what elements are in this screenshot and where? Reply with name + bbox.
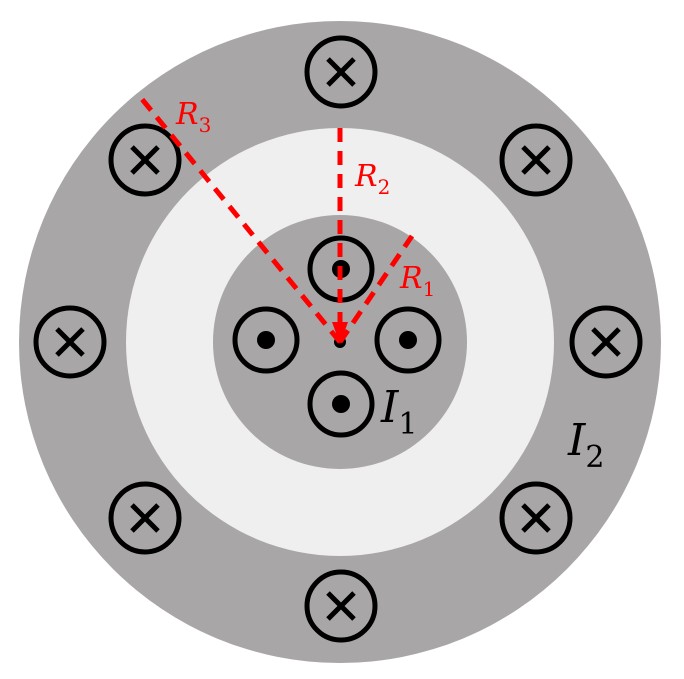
current-into-page-icon xyxy=(108,481,182,555)
current-into-page-icon xyxy=(499,123,573,197)
current-out-of-page-icon xyxy=(374,306,442,374)
current-into-page-icon xyxy=(108,123,182,197)
label-r2: R2 xyxy=(354,159,390,199)
current-into-page-icon xyxy=(499,481,573,555)
label-i2: I2 xyxy=(567,415,604,475)
current-into-page-icon xyxy=(569,305,643,379)
label-i1: I1 xyxy=(380,382,417,442)
label-r3: R3 xyxy=(175,97,211,137)
radius-lines xyxy=(135,91,415,344)
inner-current-symbols xyxy=(232,235,442,438)
current-into-page-icon xyxy=(304,569,378,643)
label-r1: R1 xyxy=(399,261,435,301)
radius-line-r3 xyxy=(135,91,342,344)
current-into-page-icon xyxy=(33,305,107,379)
radius-r2-arrowhead xyxy=(332,322,348,344)
current-out-of-page-icon xyxy=(307,370,375,438)
current-out-of-page-icon xyxy=(232,306,300,374)
outer-current-symbols xyxy=(33,35,643,643)
current-into-page-icon xyxy=(304,35,378,109)
